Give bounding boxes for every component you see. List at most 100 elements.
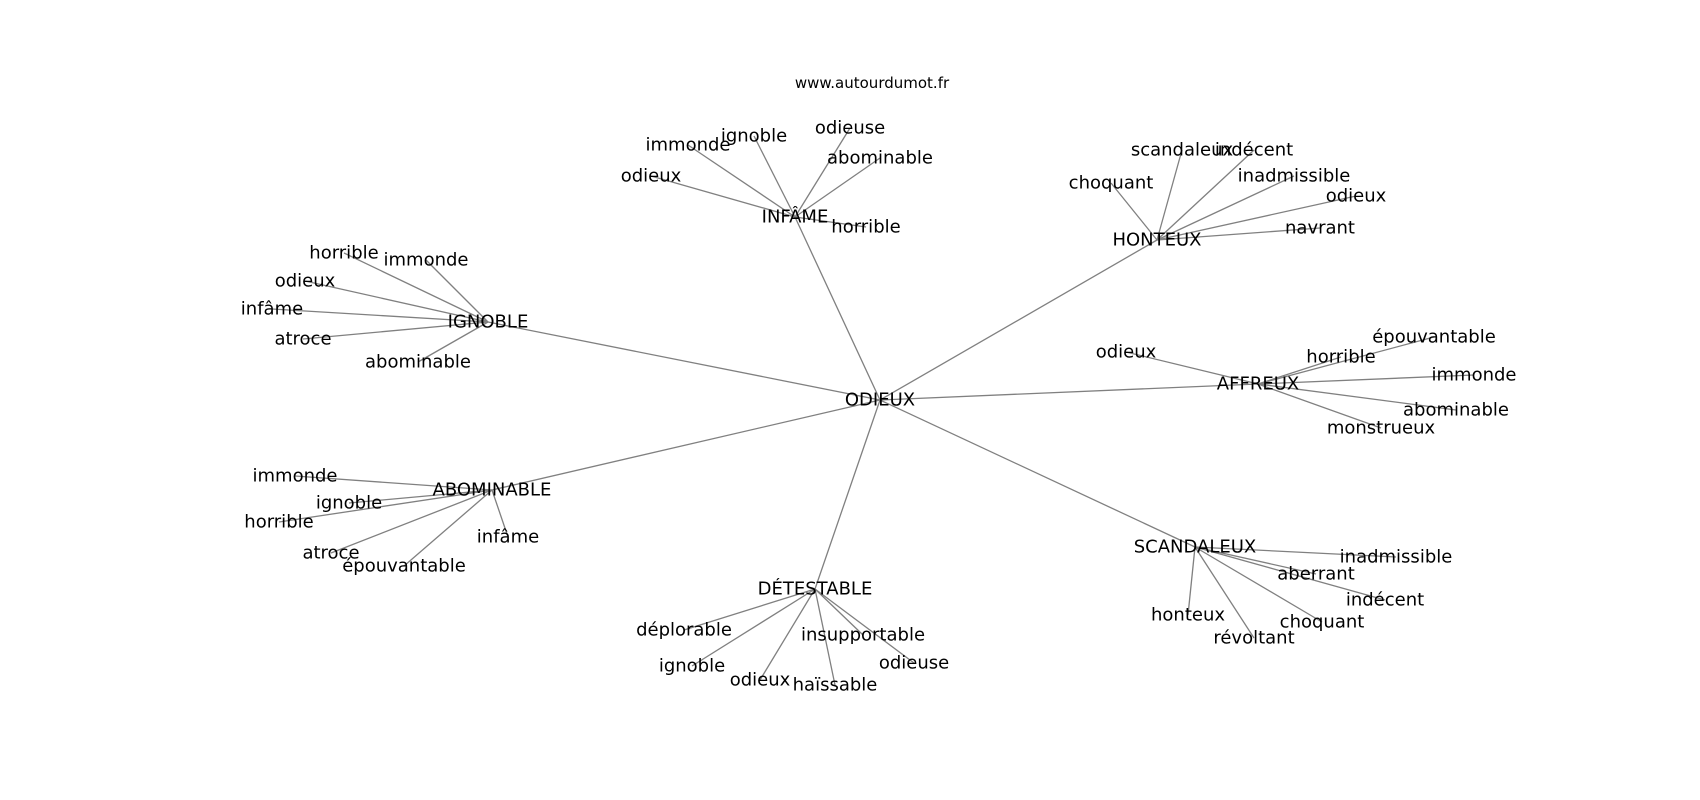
- leaf-node-label: odieuse: [815, 118, 885, 139]
- leaf-node-label: odieux: [1096, 342, 1157, 363]
- edge-hub-leaf: [348, 489, 493, 504]
- leaf-node-label: odieux: [1326, 186, 1387, 207]
- leaf-node-label: épouvantable: [1372, 327, 1496, 348]
- leaf-node-label: ignoble: [316, 493, 382, 514]
- edge-hub-leaf: [278, 489, 493, 523]
- leaf-node-label: choquant: [1280, 612, 1365, 633]
- edge-hub-leaf: [271, 308, 489, 323]
- leaf-node-label: inadmissible: [1238, 166, 1351, 187]
- leaf-node-label: infâme: [477, 527, 539, 548]
- edge-center-hub: [487, 321, 881, 401]
- watermark: www.autourdumot.fr: [795, 74, 950, 92]
- edge-hub-leaf: [425, 259, 489, 323]
- edge-hub-leaf: [1125, 351, 1259, 385]
- edge-hub-leaf: [794, 127, 851, 218]
- edge-hub-leaf: [304, 280, 489, 323]
- leaf-node-label: indécent: [1346, 590, 1424, 611]
- leaf-node-label: odieux: [730, 670, 791, 691]
- edge-hub-leaf: [302, 321, 489, 340]
- hub-node-label: ABOMINABLE: [433, 480, 552, 501]
- edge-hub-leaf: [814, 588, 864, 636]
- edge-hub-leaf: [1156, 195, 1357, 241]
- edge-hub-leaf: [1194, 546, 1317, 575]
- edge-hub-leaf: [1194, 546, 1397, 558]
- hub-node-label: IGNOBLE: [448, 312, 529, 333]
- leaf-node-label: immonde: [646, 135, 731, 156]
- leaf-node-label: abominable: [827, 148, 933, 169]
- leaf-node-label: indécent: [1215, 140, 1293, 161]
- leaf-node-label: horrible: [1306, 347, 1375, 368]
- leaf-node-label: horrible: [831, 217, 900, 238]
- edge-hub-leaf: [794, 216, 867, 228]
- edge-hub-leaf: [753, 135, 796, 218]
- edge-center-hub: [814, 399, 881, 590]
- leaf-node-label: abominable: [1403, 400, 1509, 421]
- edge-hub-leaf: [1257, 336, 1435, 385]
- leaf-node-label: ignoble: [721, 126, 787, 147]
- leaf-node-label: aberrant: [1277, 564, 1355, 585]
- hub-node-label: SCANDALEUX: [1134, 537, 1257, 558]
- edges-layer: [271, 127, 1475, 686]
- leaf-node-label: atroce: [274, 329, 331, 350]
- leaf-node-label: abominable: [365, 352, 471, 373]
- edge-hub-leaf: [343, 252, 489, 323]
- leaf-node-label: révoltant: [1213, 628, 1294, 649]
- edge-hub-leaf: [814, 588, 836, 686]
- edge-hub-leaf: [759, 588, 816, 681]
- edge-hub-leaf: [687, 144, 796, 218]
- edge-hub-leaf: [1187, 546, 1196, 616]
- leaf-node-label: immonde: [253, 466, 338, 487]
- leaf-node-label: odieux: [621, 166, 682, 187]
- edge-hub-leaf: [1110, 182, 1158, 241]
- leaf-node-label: immonde: [1432, 365, 1517, 386]
- edge-hub-leaf: [1156, 149, 1183, 241]
- edge-hub-leaf: [330, 489, 493, 554]
- center-node-label: ODIEUX: [845, 390, 915, 411]
- edge-hub-leaf: [650, 175, 796, 218]
- edge-hub-leaf: [1194, 546, 1323, 623]
- edge-hub-leaf: [691, 588, 816, 667]
- leaf-node-label: immonde: [384, 250, 469, 271]
- leaf-node-label: scandaleux: [1131, 140, 1234, 161]
- hub-node-label: INFÂME: [762, 206, 829, 228]
- leaf-node-label: infâme: [241, 299, 303, 320]
- edge-hub-leaf: [1156, 149, 1255, 241]
- edge-hub-leaf: [1257, 356, 1342, 385]
- edge-hub-leaf: [683, 588, 816, 631]
- edge-hub-leaf: [294, 475, 493, 491]
- edge-hub-leaf: [1257, 383, 1382, 429]
- edge-hub-leaf: [491, 489, 509, 538]
- edge-hub-leaf: [1194, 546, 1386, 601]
- edge-hub-leaf: [1156, 227, 1321, 241]
- edge-center-hub: [879, 239, 1158, 401]
- edge-center-hub: [491, 399, 881, 491]
- hub-node-label: DÉTESTABLE: [758, 578, 873, 600]
- leaf-node-label: épouvantable: [342, 556, 466, 577]
- leaf-node-label: choquant: [1069, 173, 1154, 194]
- hub-node-label: AFFREUX: [1217, 374, 1299, 395]
- leaf-node-label: navrant: [1285, 218, 1355, 239]
- leaf-node-label: haïssable: [793, 675, 878, 696]
- edge-hub-leaf: [814, 588, 915, 664]
- edge-center-hub: [879, 399, 1196, 548]
- edge-hub-leaf: [1194, 546, 1255, 639]
- edge-hub-leaf: [794, 157, 881, 218]
- leaf-node-label: ignoble: [659, 656, 725, 677]
- leaf-node-label: déplorable: [636, 620, 732, 641]
- leaf-node-label: horrible: [244, 512, 313, 533]
- edge-center-hub: [794, 216, 881, 401]
- leaf-node-label: odieuse: [879, 653, 949, 674]
- edge-hub-leaf: [1156, 175, 1295, 241]
- edge-hub-leaf: [1257, 383, 1457, 411]
- edge-hub-leaf: [417, 321, 489, 363]
- hub-node-label: HONTEUX: [1112, 230, 1201, 251]
- edge-hub-leaf: [403, 489, 493, 567]
- leaf-node-label: honteux: [1151, 605, 1225, 626]
- leaf-node-label: atroce: [302, 543, 359, 564]
- leaf-node-label: odieux: [275, 271, 336, 292]
- edge-center-hub: [879, 383, 1259, 401]
- leaf-node-label: insupportable: [801, 625, 925, 646]
- leaf-node-label: monstrueux: [1327, 418, 1436, 439]
